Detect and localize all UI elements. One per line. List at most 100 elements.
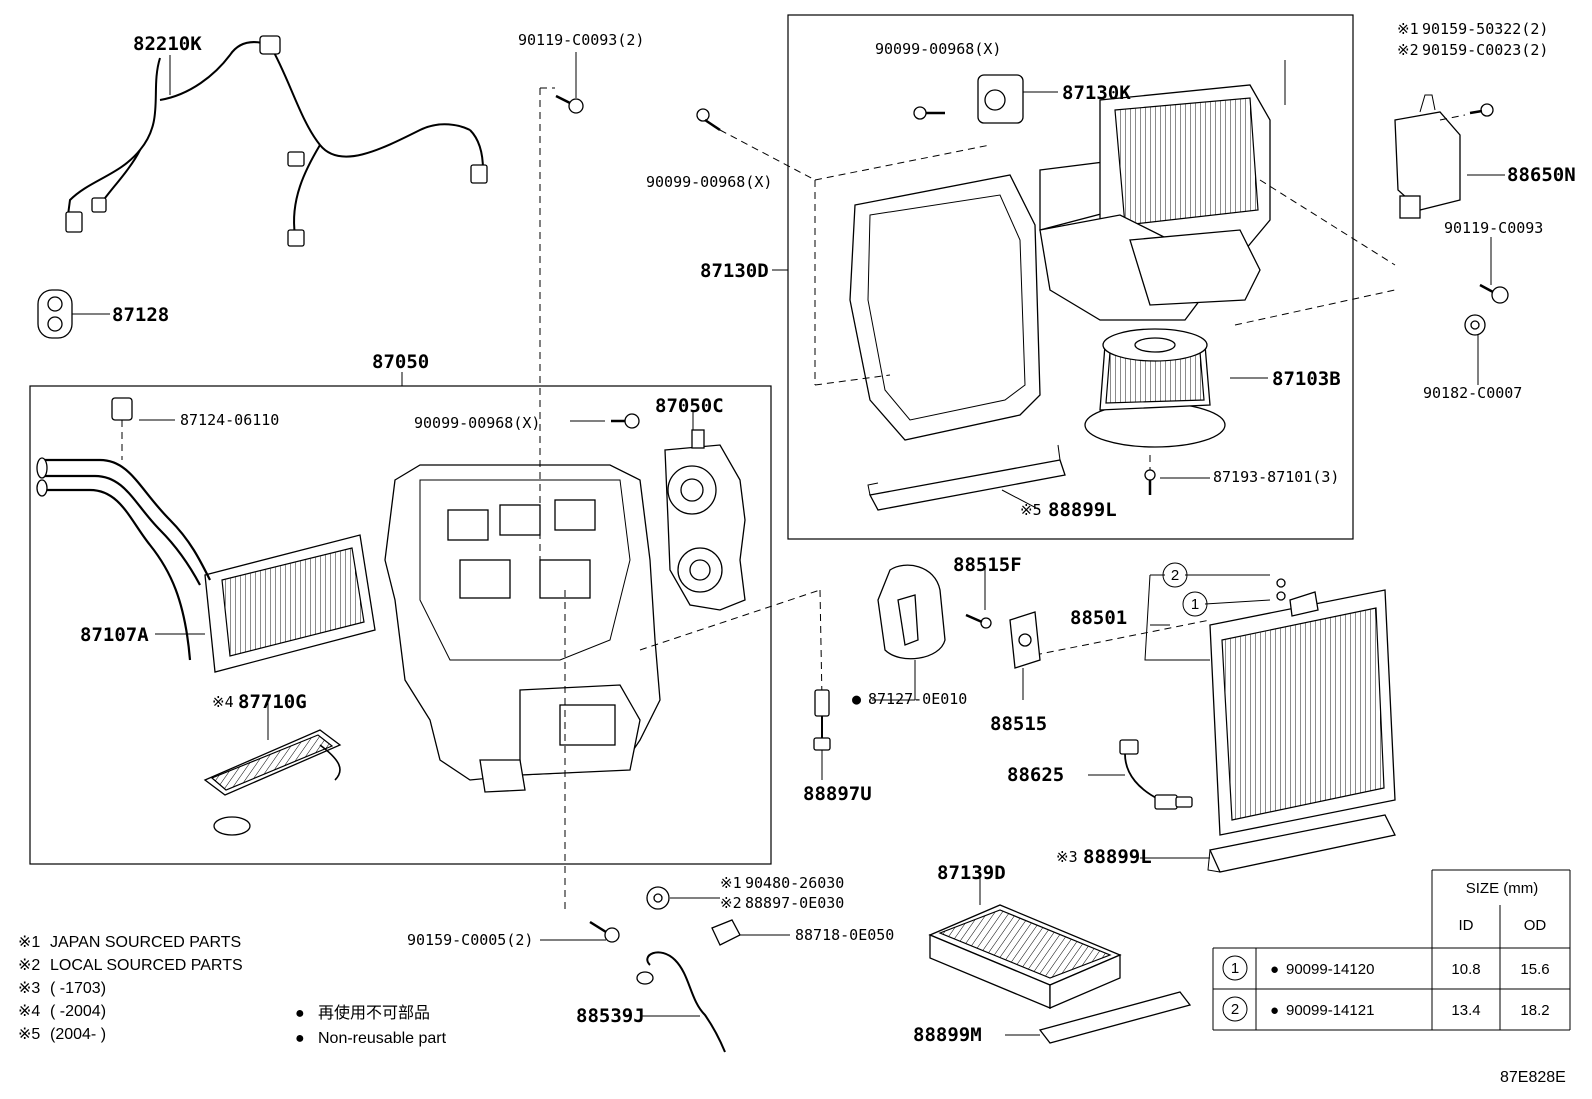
heater-core-87710g	[203, 729, 342, 836]
servo-motor-87050c	[664, 429, 746, 611]
label-87128: 87128	[112, 304, 169, 326]
label-87124-06110: 87124-06110	[180, 411, 279, 429]
filter-cover-88899m	[1005, 991, 1192, 1044]
legend-dot-jp: ●	[295, 1005, 305, 1022]
diagram-code: 87E828E	[1500, 1069, 1566, 1086]
assembly-lines	[539, 87, 1466, 910]
note-local-sourced: LOCAL SOURCED PARTS	[50, 957, 243, 974]
label-88539j: 88539J	[576, 1005, 645, 1027]
ref-90159-c0023: 90159-C0023(2)	[1422, 41, 1548, 59]
wire-harness-82210k	[65, 35, 488, 247]
fasteners	[555, 94, 1509, 943]
label-90119-c0093-2: 90119-C0093(2)	[518, 31, 644, 49]
size-row-1-od: 15.6	[1520, 961, 1549, 978]
mark-2-top-right: ※2	[1397, 41, 1419, 59]
size-row-1-part: 90099-14120	[1286, 961, 1374, 978]
leader-lines	[139, 52, 1505, 941]
label-87050: 87050	[372, 351, 429, 373]
grommet-87128	[37, 289, 110, 339]
mark-1-90480: ※1	[720, 874, 742, 892]
note-mark-3: ※3	[18, 980, 40, 997]
legend-jp: 再使用不可部品	[318, 1004, 430, 1022]
evaporator-87107a	[36, 457, 376, 673]
size-table-col-od: OD	[1524, 917, 1547, 934]
label-88625: 88625	[1007, 764, 1064, 786]
mark-2-88897: ※2	[720, 894, 742, 912]
label-90119-c0093: 90119-C0093	[1444, 219, 1543, 237]
sensor-88625	[1119, 739, 1193, 810]
size-row-2-dot: ●	[1270, 1002, 1279, 1019]
mark-1-top-right: ※1	[1397, 20, 1419, 38]
size-row-1-dot: ●	[1270, 961, 1279, 978]
size-row-2-id: 13.4	[1451, 1002, 1480, 1019]
mark-5-88899l: ※5	[1020, 501, 1042, 519]
label-88515f: 88515F	[953, 554, 1022, 576]
ref-90159-50322: 90159-50322(2)	[1422, 20, 1548, 38]
label-87193-87101: 87193-87101(3)	[1213, 468, 1339, 486]
size-table-title: SIZE (mm)	[1466, 880, 1539, 897]
label-87103b: 87103B	[1272, 368, 1341, 390]
size-table: SIZE (mm) ID OD 1 ● 90099-14120 10.8 15.…	[1212, 869, 1571, 1031]
seal-87127	[872, 564, 946, 701]
size-row-1-id: 10.8	[1451, 961, 1480, 978]
bracket-88899l-upper	[867, 444, 1066, 511]
legend-en: Non-reusable part	[318, 1030, 447, 1047]
size-row-2-key: 2	[1231, 1001, 1239, 1018]
label-88899m: 88899M	[913, 1024, 982, 1046]
label-88897u: 88897U	[803, 783, 872, 805]
label-87127-0e010: 87127-0E010	[868, 690, 967, 708]
label-88501: 88501	[1070, 607, 1127, 629]
svg-text:2: 2	[1171, 567, 1179, 584]
label-90099-00968-mid: 90099-00968(X)	[414, 414, 540, 432]
label-88515: 88515	[990, 713, 1047, 735]
blower-motor-87103b	[1084, 328, 1268, 448]
label-88650n: 88650N	[1507, 164, 1576, 186]
label-88897-0e030: 88897-0E030	[745, 894, 844, 912]
callout-key-2: 2	[1162, 562, 1188, 588]
size-row-1-key: 1	[1231, 960, 1239, 977]
label-87139d: 87139D	[937, 862, 1006, 884]
label-88899l-lower: 88899L	[1083, 846, 1152, 868]
amplifier-88650n	[1394, 94, 1461, 219]
note-range-4: ( -2004)	[50, 1003, 106, 1020]
dot-87127: ●	[852, 690, 861, 708]
bracket-88899l-lower	[1207, 814, 1396, 873]
misc-small-parts	[636, 886, 790, 1053]
size-row-2-od: 18.2	[1520, 1002, 1549, 1019]
size-table-col-id: ID	[1459, 917, 1474, 934]
label-88718-0e050: 88718-0E050	[795, 926, 894, 944]
label-90159-c0005: 90159-C0005(2)	[407, 931, 533, 949]
label-87107a: 87107A	[80, 624, 149, 646]
air-filter-87139d	[928, 904, 1122, 1009]
size-row-2-part: 90099-14121	[1286, 1002, 1374, 1019]
label-88899l-upper: 88899L	[1048, 499, 1117, 521]
note-japan-sourced: JAPAN SOURCED PARTS	[50, 934, 241, 951]
group-box-87050	[29, 385, 772, 865]
mark-3-88899l: ※3	[1056, 848, 1078, 866]
label-90099-00968-top: 90099-00968(X)	[875, 40, 1001, 58]
label-87710g: 87710G	[238, 691, 307, 713]
note-mark-2: ※2	[18, 957, 40, 974]
label-87050c: 87050C	[655, 395, 724, 417]
label-87130k: 87130K	[1062, 82, 1131, 104]
label-82210k: 82210K	[133, 33, 202, 55]
note-range-3: ( -1703)	[50, 980, 106, 997]
mark-4-87710g: ※4	[212, 693, 234, 711]
note-mark-1: ※1	[18, 934, 40, 951]
label-90099-00968-left: 90099-00968(X)	[646, 173, 772, 191]
label-87130d: 87130D	[700, 260, 769, 282]
legend-dot-en: ●	[295, 1030, 305, 1047]
note-mark-5: ※5	[18, 1026, 40, 1043]
svg-text:1: 1	[1191, 596, 1199, 613]
sensor-88897u	[813, 689, 831, 780]
note-mark-4: ※4	[18, 1003, 40, 1020]
label-90480-26030: 90480-26030	[745, 874, 844, 892]
core-88501	[1144, 574, 1396, 836]
label-90182-c0007: 90182-C0007	[1423, 384, 1522, 402]
group-box-87130d	[787, 14, 1354, 540]
heater-unit-case	[384, 464, 661, 793]
actuator-87130k	[977, 74, 1058, 124]
expansion-valve-88515	[1009, 611, 1041, 700]
note-range-5: (2004- )	[50, 1026, 106, 1043]
